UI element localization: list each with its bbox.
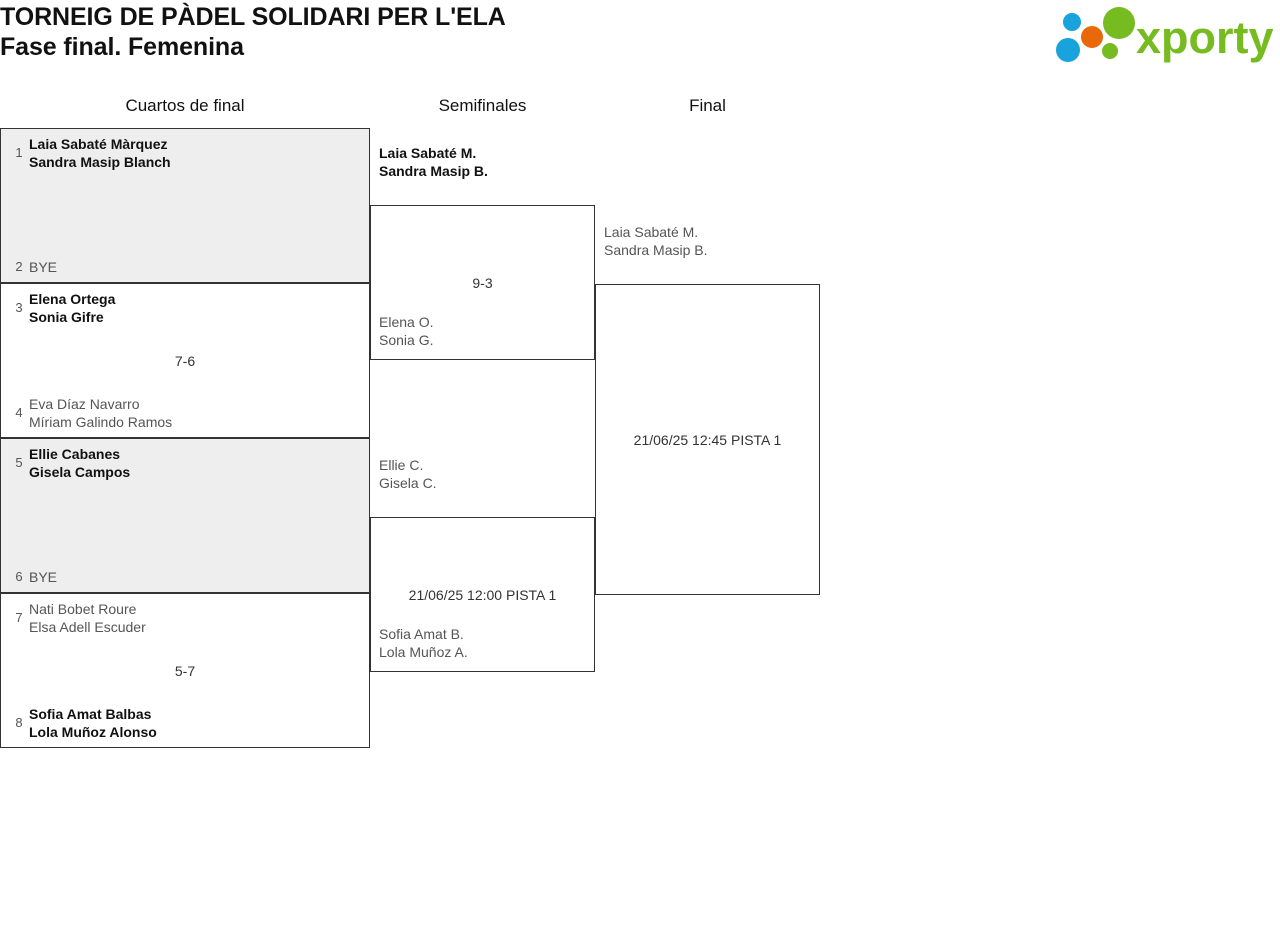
match-slot-top[interactable]: Laia Sabaté M. Sandra Masip B. (379, 144, 488, 180)
team-names: Laia Sabaté M. Sandra Masip B. (379, 145, 488, 179)
match-slot-bottom[interactable]: 6 BYE (1, 568, 369, 586)
match-schedule: 21/06/25 12:45 PISTA 1 (633, 431, 782, 448)
seed-number: 5 (15, 454, 23, 470)
seed-number: 4 (15, 404, 23, 420)
match-quarterfinal-3[interactable]: 5 Ellie Cabanes Gisela Campos 6 BYE (0, 438, 370, 593)
seed-number: 7 (15, 609, 23, 625)
logo-dot-orange (1081, 26, 1103, 48)
seed-number: 6 (15, 568, 23, 584)
team-names: Elena Ortega Sonia Gifre (29, 291, 116, 325)
match-result: 9-3 (472, 274, 493, 291)
tournament-title: TORNEIG DE PÀDEL SOLIDARI PER L'ELA (0, 3, 506, 31)
match-slot-top[interactable]: 5 Ellie Cabanes Gisela Campos (1, 445, 369, 481)
seed-number: 8 (15, 714, 23, 730)
logo-dot-blue-top (1063, 13, 1081, 31)
match-semifinal-2[interactable]: Ellie C. Gisela C. 21/06/25 12:00 PISTA … (370, 457, 595, 672)
match-semifinal-1[interactable]: Laia Sabaté M. Sandra Masip B. 9-3 Elena… (370, 145, 595, 360)
team-names: Ellie C. Gisela C. (379, 457, 437, 491)
match-slot-bottom[interactable]: 2 BYE (1, 258, 369, 276)
tournament-subtitle: Fase final. Femenina (0, 33, 244, 61)
match-slot-bottom[interactable]: 4 Eva Díaz Navarro Míriam Galindo Ramos (1, 395, 369, 431)
match-slot-bottom[interactable]: 8 Sofia Amat Balbas Lola Muñoz Alonso (1, 705, 369, 741)
team-names: Eva Díaz Navarro Míriam Galindo Ramos (29, 396, 173, 430)
match-schedule: 21/06/25 12:00 PISTA 1 (408, 586, 557, 603)
match-slot-top[interactable]: Ellie C. Gisela C. (379, 456, 437, 492)
round-header-final: Final (689, 96, 726, 115)
team-names: Laia Sabaté Màrquez Sandra Masip Blanch (29, 136, 171, 170)
round-header-semifinals: Semifinales (438, 96, 527, 115)
team-names: Nati Bobet Roure Elsa Adell Escuder (29, 601, 146, 635)
seed-number: 1 (15, 144, 23, 160)
logo-dot-blue-bottom (1056, 38, 1080, 62)
team-names: Elena O. Sonia G. (379, 314, 434, 348)
page-title: TORNEIG DE PÀDEL SOLIDARI PER L'ELA Fase… (0, 2, 900, 62)
match-slot-top[interactable]: 7 Nati Bobet Roure Elsa Adell Escuder (1, 600, 369, 636)
match-slot-bottom[interactable]: Elena O. Sonia G. (379, 313, 433, 349)
match-quarterfinal-4[interactable]: 7 Nati Bobet Roure Elsa Adell Escuder 5-… (0, 593, 370, 748)
match-quarterfinal-1[interactable]: 1 Laia Sabaté Màrquez Sandra Masip Blanc… (0, 128, 370, 283)
match-quarterfinal-2[interactable]: 3 Elena Ortega Sonia Gifre 7-6 4 Eva Día… (0, 283, 370, 438)
logo-wordmark: xporty (1136, 12, 1274, 63)
match-final[interactable]: Laia Sabaté M. Sandra Masip B. 21/06/25 … (595, 224, 820, 595)
team-names: Ellie Cabanes Gisela Campos (29, 446, 131, 480)
seed-number: 2 (15, 258, 23, 274)
team-names: Laia Sabaté M. Sandra Masip B. (604, 224, 708, 258)
match-slot-top[interactable]: 1 Laia Sabaté Màrquez Sandra Masip Blanc… (1, 135, 369, 171)
xporty-logo: xporty (1050, 6, 1274, 68)
round-header-quarterfinals: Cuartos de final (125, 96, 245, 115)
match-result: 7-6 (174, 352, 196, 369)
team-names: BYE (29, 569, 58, 585)
logo-dot-green-small (1102, 43, 1118, 59)
match-result: 5-7 (174, 662, 196, 679)
match-slot-bottom[interactable]: Sofia Amat B. Lola Muñoz A. (379, 625, 468, 661)
team-names: Sofia Amat B. Lola Muñoz A. (379, 626, 468, 660)
team-names: Sofia Amat Balbas Lola Muñoz Alonso (29, 706, 157, 740)
team-names: BYE (29, 259, 58, 275)
seed-number: 3 (15, 299, 23, 315)
logo-dot-green-big (1103, 7, 1135, 39)
match-slot-top[interactable]: 3 Elena Ortega Sonia Gifre (1, 290, 369, 326)
match-slot-top[interactable]: Laia Sabaté M. Sandra Masip B. (604, 223, 708, 259)
